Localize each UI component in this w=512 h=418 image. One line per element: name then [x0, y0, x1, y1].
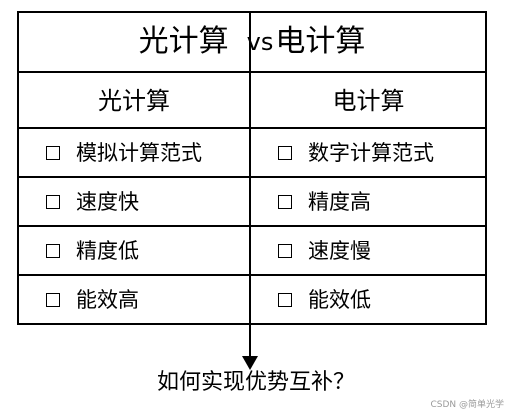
- checkbox-icon: [278, 146, 292, 160]
- checkbox-icon: [278, 195, 292, 209]
- left-row-3: 精度低: [46, 227, 248, 275]
- title: 光计算 vs 电计算: [18, 12, 486, 72]
- left-row-1-label: 模拟计算范式: [76, 140, 202, 165]
- checkbox-icon: [46, 244, 60, 258]
- right-row-4-label: 能效低: [308, 287, 371, 312]
- outer-border: [17, 11, 487, 325]
- right-row-2: 精度高: [278, 178, 484, 226]
- left-row-3-label: 精度低: [76, 238, 139, 263]
- left-row-4: 能效高: [46, 276, 248, 324]
- title-vs: vs: [246, 28, 274, 56]
- right-row-3-label: 速度慢: [308, 238, 371, 263]
- checkbox-icon: [278, 244, 292, 258]
- down-arrow-icon: [242, 356, 258, 370]
- title-left: 光计算: [138, 24, 229, 59]
- right-row-1-label: 数字计算范式: [308, 140, 434, 165]
- right-row-1: 数字计算范式: [278, 129, 484, 177]
- bottom-question: 如何实现优势互补？: [156, 370, 355, 395]
- left-row-2: 速度快: [46, 178, 248, 226]
- right-column-header: 电计算: [332, 86, 405, 115]
- left-row-4-label: 能效高: [76, 287, 139, 312]
- title-right: 电计算: [275, 24, 366, 59]
- checkbox-icon: [46, 146, 60, 160]
- watermark: CSDN @简单光学: [430, 400, 504, 410]
- checkbox-icon: [278, 293, 292, 307]
- left-row-2-label: 速度快: [76, 189, 139, 214]
- left-column-header: 光计算: [98, 86, 170, 115]
- right-row-2-label: 精度高: [308, 189, 371, 214]
- right-row-4: 能效低: [278, 276, 484, 324]
- checkbox-icon: [46, 195, 60, 209]
- checkbox-icon: [46, 293, 60, 307]
- left-row-1: 模拟计算范式: [46, 129, 248, 177]
- right-row-3: 速度慢: [278, 227, 484, 275]
